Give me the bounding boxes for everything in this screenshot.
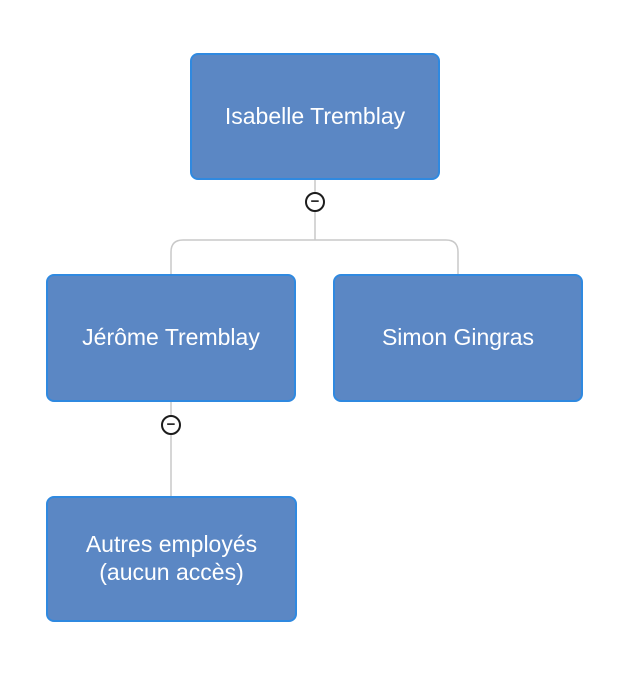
node-label: Simon Gingras (381, 324, 535, 351)
minus-icon: − (166, 415, 176, 433)
node-label: Autres employés (aucun accès) (85, 531, 258, 585)
org-node-isabelle-tremblay[interactable]: Isabelle Tremblay (190, 53, 440, 180)
collapse-toggle-jerome-tremblay[interactable]: − (161, 415, 181, 435)
org-node-jerome-tremblay[interactable]: Jérôme Tremblay (46, 274, 296, 402)
minus-icon: − (310, 192, 320, 210)
org-node-autres-employes[interactable]: Autres employés (aucun accès) (46, 496, 297, 622)
connector-children-bracket (170, 239, 459, 274)
node-label: Jérôme Tremblay (82, 324, 260, 351)
node-label: Isabelle Tremblay (224, 102, 406, 129)
org-node-simon-gingras[interactable]: Simon Gingras (333, 274, 583, 402)
collapse-toggle-isabelle-tremblay[interactable]: − (305, 192, 325, 212)
